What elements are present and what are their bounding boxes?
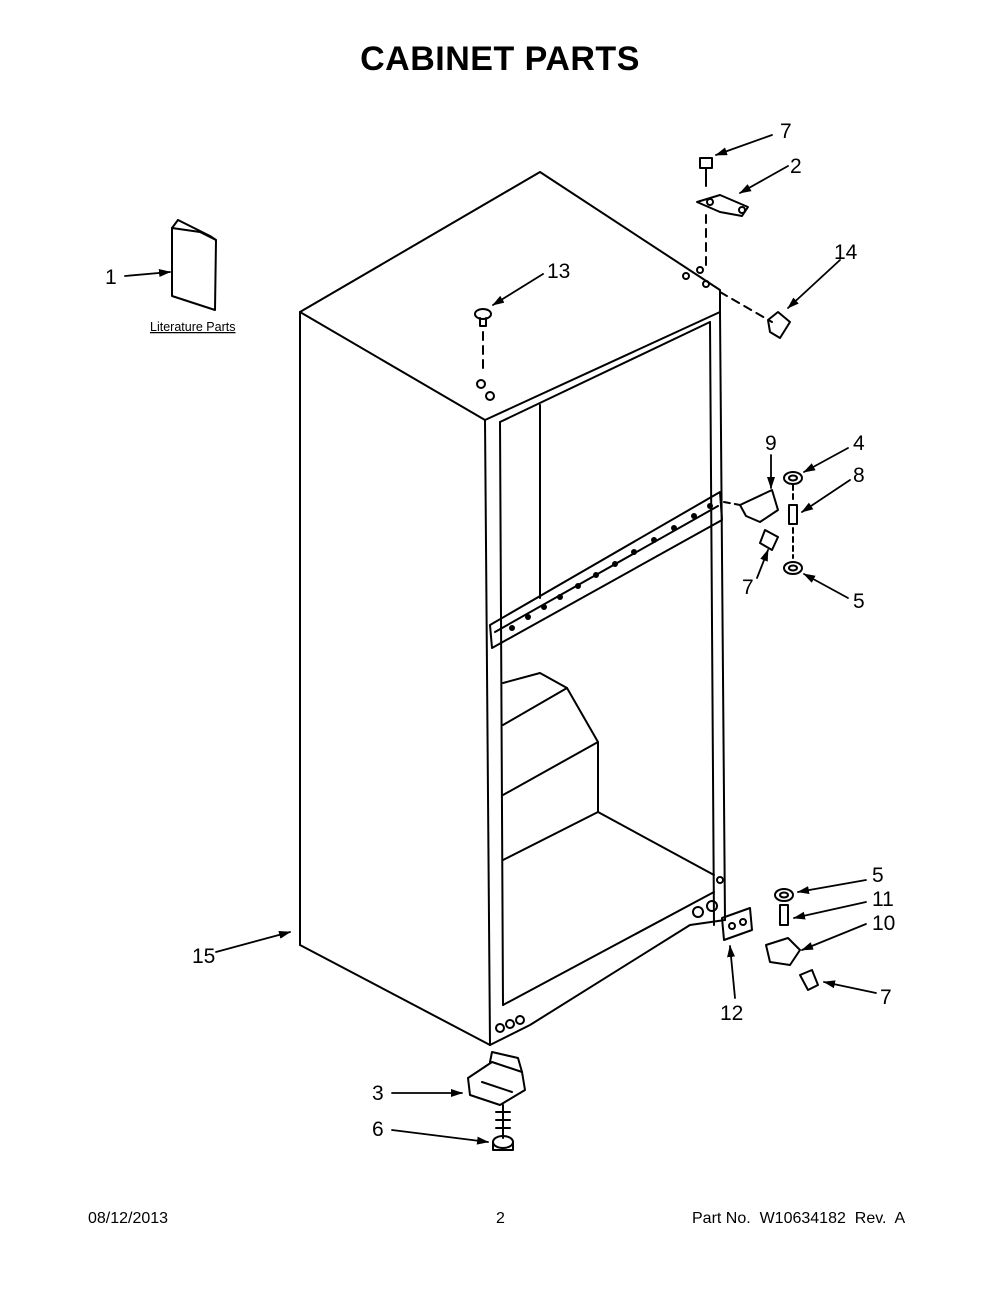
middle-hinge-assembly [723,471,803,575]
callout-14: 14 [834,241,858,264]
callout-8: 8 [853,464,865,487]
bottom-hinge-assembly [692,876,819,991]
callout-1: 1 [105,266,117,289]
callout-12: 12 [720,1002,743,1025]
callout-9: 9 [765,432,777,455]
leader-arrows [124,134,877,1145]
callout-labels: 1 13 7 2 14 9 4 8 7 5 15 5 11 10 7 12 3 … [105,120,895,1141]
callout-7-bottom: 7 [880,986,892,1009]
plug-part-13 [474,308,495,401]
compartment-interior [502,672,715,876]
callout-11: 11 [872,888,894,911]
callout-2: 2 [790,155,802,178]
callout-3: 3 [372,1082,384,1105]
footer-date: 08/12/2013 [88,1210,169,1227]
leveling-leg-part-6 [492,1104,514,1151]
top-hinge-assembly [682,157,791,339]
front-bracket-holes [495,1015,525,1033]
page-title: CABINET PARTS [360,40,640,78]
callout-15: 15 [192,945,215,968]
footer-part-number: Part No. W10634182 Rev. A [692,1210,906,1227]
callout-13: 13 [547,260,570,283]
callout-5-bottom: 5 [872,864,884,887]
callout-10: 10 [872,912,895,935]
footer-page-number: 2 [496,1210,505,1227]
callout-7-top: 7 [780,120,792,143]
cabinet-body [299,171,726,1046]
roller-bracket-part-3 [467,1051,526,1106]
literature-parts-label: Literature Parts [150,320,235,334]
callout-7-middle: 7 [742,576,754,599]
callout-5-middle: 5 [853,590,865,613]
callout-6: 6 [372,1118,384,1141]
callout-4: 4 [853,432,865,455]
literature-booklet [171,219,217,311]
mullion-holes [509,503,713,631]
mullion-bar [489,491,723,649]
